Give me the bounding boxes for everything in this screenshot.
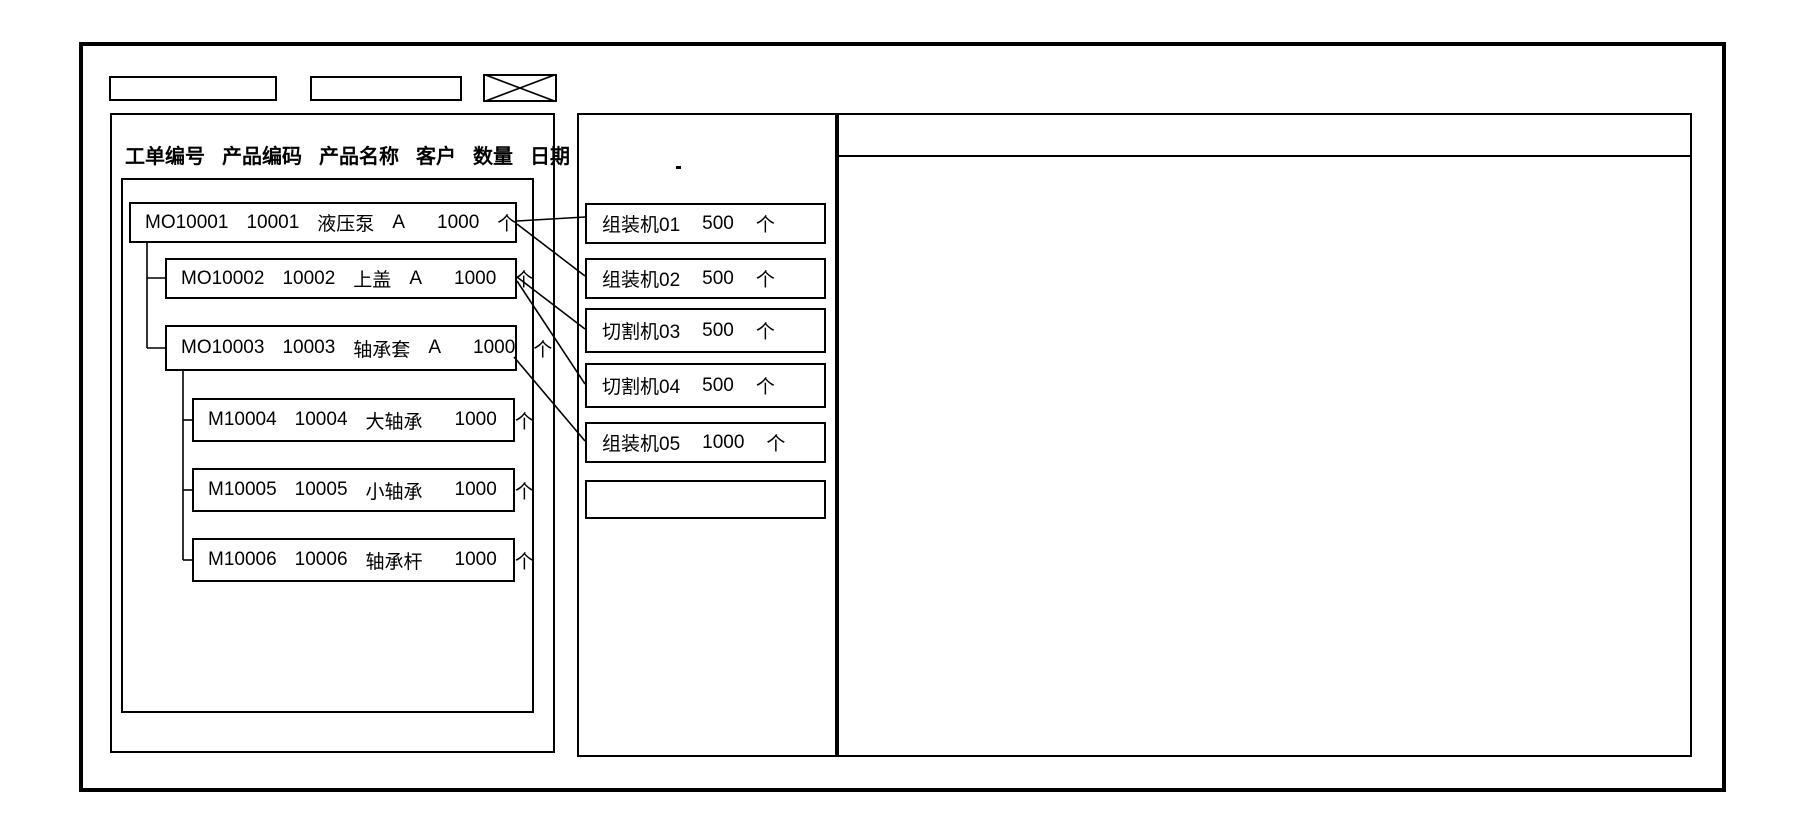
- order-no: M10006: [208, 549, 277, 570]
- customer: A: [409, 267, 422, 289]
- unit: 个: [533, 339, 553, 361]
- product-code: 10002: [282, 267, 336, 289]
- machine-qty: 1000: [702, 431, 745, 453]
- machine-qty: 500: [702, 319, 734, 341]
- product-code: 10006: [294, 549, 348, 570]
- machine-row-zuzhuangji05[interactable]: 组装机05 1000 个: [585, 422, 826, 463]
- header-product-name: 产品名称: [319, 146, 399, 168]
- image-placeholder-icon: [483, 74, 557, 102]
- unit: 个: [514, 270, 534, 291]
- unit: 个: [514, 411, 534, 433]
- quantity: 1000: [454, 267, 497, 289]
- work-order-row-m10006[interactable]: M10006 10006 轴承杆 1000 个: [192, 538, 534, 582]
- toolbar-field-2[interactable]: [310, 76, 462, 101]
- column-header-row: 工单编号 产品编码 产品名称 客户 数量 日期: [125, 140, 570, 169]
- machine-row-empty[interactable]: [585, 480, 826, 519]
- machine-row-qiegeji04[interactable]: 切割机04 500 个: [585, 363, 826, 408]
- product-code: 10001: [246, 211, 300, 233]
- work-order-row-mo10002[interactable]: MO10002 10002 上盖 A 1000 个: [165, 258, 533, 299]
- product-name: 上盖: [353, 270, 392, 291]
- work-order-row-m10004[interactable]: M10004 10004 大轴承 1000 个: [192, 398, 534, 442]
- order-no: MO10003: [181, 337, 265, 358]
- header-order-no: 工单编号: [125, 146, 205, 168]
- product-name: 轴承杆: [365, 551, 423, 573]
- unit: 个: [497, 214, 517, 235]
- quantity: 1000: [454, 479, 497, 500]
- product-code: 10004: [294, 409, 348, 430]
- x-cross-icon: [483, 74, 557, 102]
- unit: 个: [755, 322, 775, 343]
- machine-row-zuzhuangji02[interactable]: 组装机02 500 个: [585, 258, 826, 299]
- header-product-code: 产品编码: [222, 146, 302, 168]
- product-name: 轴承套: [353, 339, 411, 361]
- header-date: 日期: [530, 146, 570, 168]
- machine-name: 切割机03: [602, 322, 681, 343]
- product-code: 10003: [282, 337, 336, 358]
- quantity: 1000: [437, 211, 480, 233]
- machine-qty: 500: [702, 374, 734, 396]
- customer: A: [392, 211, 405, 233]
- quantity: 1000: [473, 337, 516, 358]
- order-no: M10004: [208, 409, 277, 430]
- unit: 个: [755, 377, 775, 398]
- product-code: 10005: [294, 479, 348, 500]
- quantity: 1000: [454, 409, 497, 430]
- machine-name: 切割机04: [602, 377, 681, 398]
- work-order-row-mo10001[interactable]: MO10001 10001 液压泵 A 1000 个: [129, 202, 517, 243]
- order-no: MO10002: [181, 267, 265, 289]
- machine-panel-mark: [676, 166, 681, 169]
- toolbar-field-1[interactable]: [109, 76, 277, 101]
- order-no: M10005: [208, 479, 277, 500]
- machine-qty: 500: [702, 212, 734, 234]
- product-name: 小轴承: [365, 481, 423, 503]
- product-name: 大轴承: [365, 411, 423, 433]
- machine-row-qiegeji03[interactable]: 切割机03 500 个: [585, 308, 826, 353]
- work-order-row-m10005[interactable]: M10005 10005 小轴承 1000 个: [192, 468, 534, 512]
- detail-panel: [837, 113, 1692, 757]
- machine-name: 组装机01: [602, 215, 681, 236]
- order-no: MO10001: [145, 211, 229, 233]
- machine-name: 组装机02: [602, 270, 681, 291]
- detail-panel-header-divider: [837, 155, 1692, 157]
- unit: 个: [755, 215, 775, 236]
- unit: 个: [755, 270, 775, 291]
- machine-row-zuzhuangji01[interactable]: 组装机01 500 个: [585, 203, 826, 244]
- unit: 个: [514, 481, 534, 503]
- work-order-row-mo10003[interactable]: MO10003 10003 轴承套 A 1000 个: [165, 325, 552, 371]
- header-quantity: 数量: [473, 146, 513, 168]
- customer: A: [428, 337, 441, 358]
- quantity: 1000: [454, 549, 497, 570]
- unit: 个: [514, 551, 534, 573]
- machine-qty: 500: [702, 267, 734, 289]
- header-customer: 客户: [416, 146, 456, 168]
- product-name: 液压泵: [317, 214, 375, 235]
- machine-name: 组装机05: [602, 434, 681, 455]
- unit: 个: [766, 434, 786, 455]
